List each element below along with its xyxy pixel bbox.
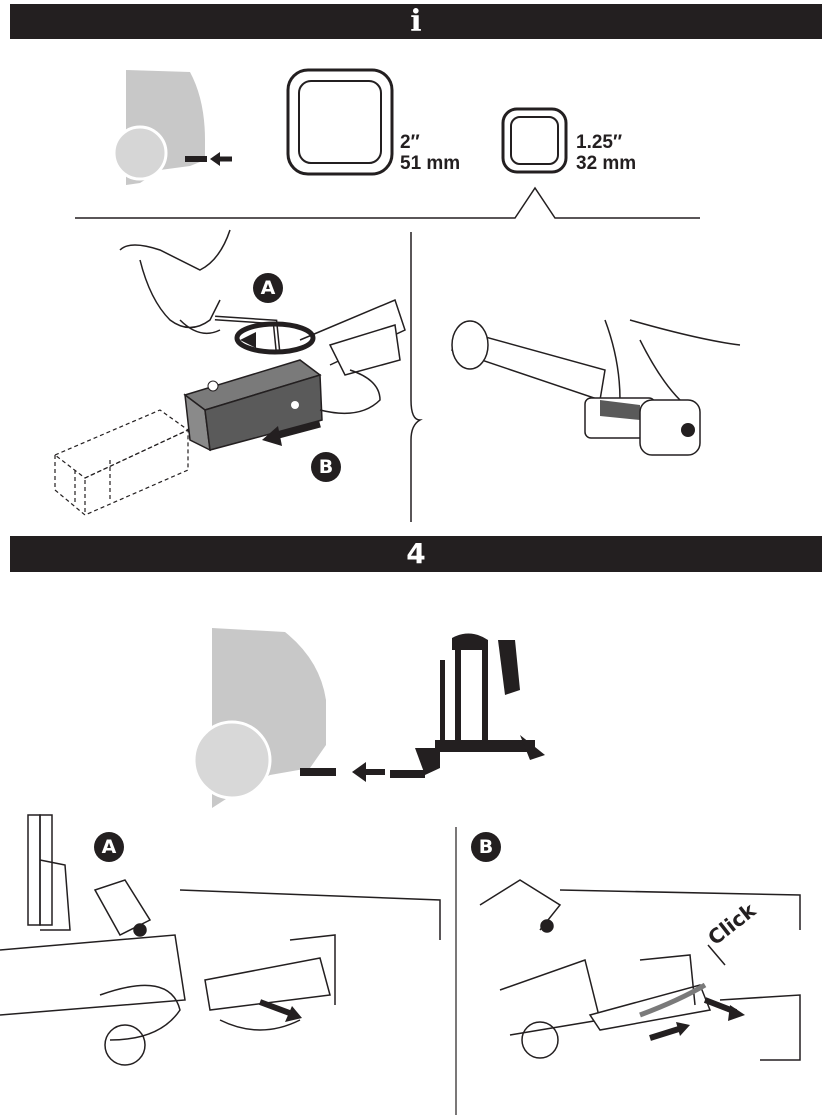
- rack-bar-detail: [451, 319, 741, 456]
- panel-divider: [410, 232, 423, 522]
- callout-a-install: A: [94, 832, 124, 862]
- step-header-bar: 4: [10, 536, 822, 572]
- car-rear-small: [112, 70, 232, 185]
- receiver-1-25in-icon: [501, 107, 568, 174]
- receiver-2in-inch: 2″: [400, 132, 420, 153]
- insert-arrow-icon: [210, 152, 220, 166]
- receiver-2in-label: 2″ 51 mm: [400, 132, 460, 174]
- step-number: 4: [406, 537, 426, 570]
- bike-rack: [390, 633, 545, 778]
- receiver-1-25in-label: 1.25″ 32 mm: [576, 132, 636, 174]
- receiver-1-25in-mm: 32 mm: [576, 153, 637, 174]
- hitch-adapter: [183, 359, 323, 452]
- callout-b-install: B: [471, 832, 501, 862]
- hitch-tube: [299, 298, 406, 415]
- receiver-2in-mm: 51 mm: [400, 153, 461, 174]
- detail-a-illustration: [0, 814, 441, 1066]
- section-divider: [75, 186, 700, 219]
- callout-a-adapter: A: [253, 273, 283, 303]
- hand-illustration: [119, 229, 231, 335]
- info-header-bar: i: [10, 4, 822, 39]
- push-arrow-icon: [274, 420, 321, 440]
- insert-arrow-icon: [352, 762, 366, 782]
- adapter-ghost-outline: [53, 409, 190, 517]
- receiver-2in-icon: [286, 68, 394, 176]
- rotate-arrow-icon: [234, 321, 316, 355]
- callout-b-adapter: B: [311, 452, 341, 482]
- car-rear-large: [192, 628, 385, 808]
- receiver-1-25in-inch: 1.25″: [576, 132, 623, 153]
- info-icon: i: [410, 3, 422, 39]
